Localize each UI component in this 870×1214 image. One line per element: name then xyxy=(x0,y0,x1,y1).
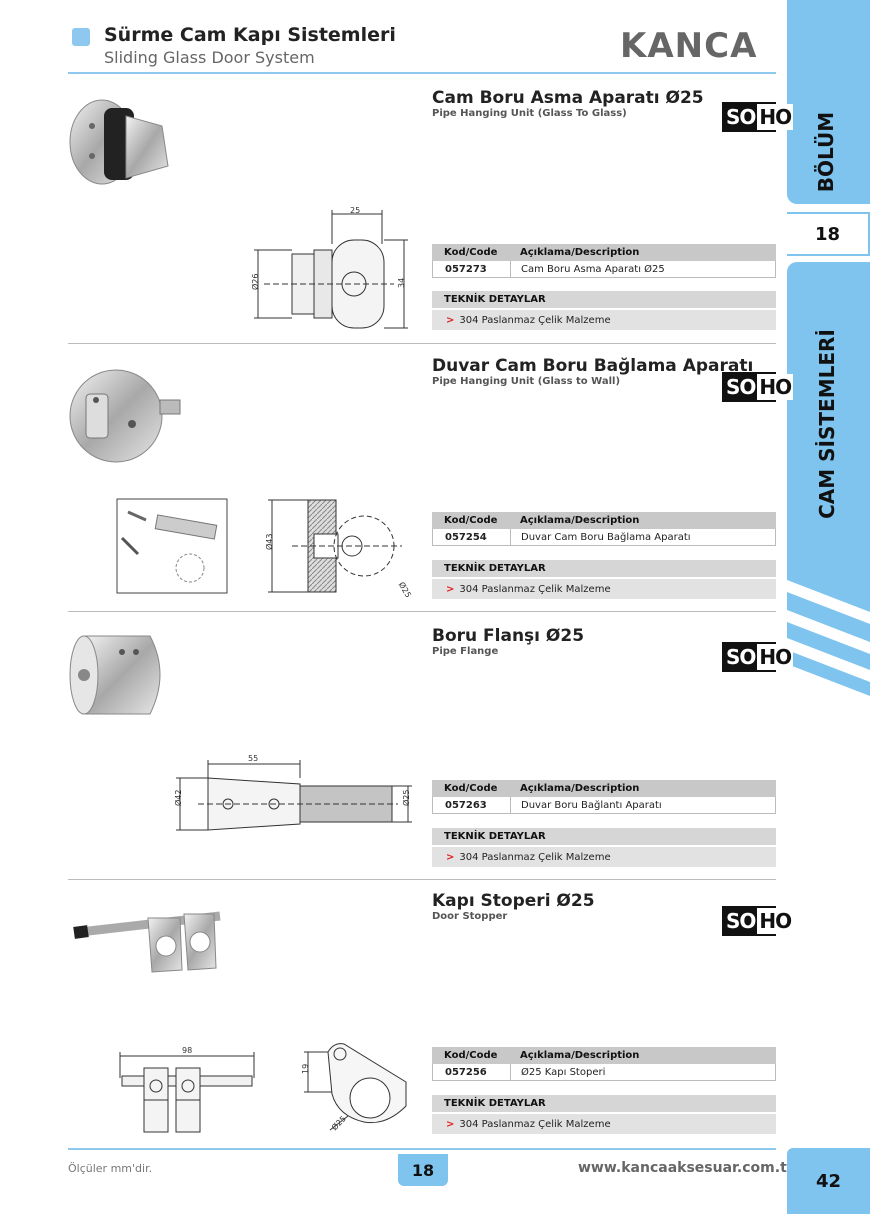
table-head-description: Açıklama/Description xyxy=(520,247,640,258)
tech-item: >304 Paslanmaz Çelik Malzeme xyxy=(432,847,776,867)
tech-item: >304 Paslanmaz Çelik Malzeme xyxy=(432,1114,776,1134)
tech-head: TEKNİK DETAYLAR xyxy=(432,291,776,308)
product-description: Duvar Cam Boru Bağlama Aparatı xyxy=(521,531,691,543)
table-row: 057263 Duvar Boru Bağlantı Aparatı xyxy=(432,797,776,814)
arrow-icon: > xyxy=(446,583,455,595)
technical-drawing: Ø43 Ø25 xyxy=(264,499,414,599)
sidebar-stripes xyxy=(787,562,870,696)
product-table: Kod/Code Açıklama/Description 057256 Ø25 K… xyxy=(432,1047,776,1081)
table-row: 057273 Cam Boru Asma Aparatı Ø25 xyxy=(432,261,776,278)
product-photo xyxy=(69,99,169,185)
product-subtitle: Pipe Hanging Unit (Glass To Glass) xyxy=(432,108,627,119)
table-head-code: Kod/Code xyxy=(444,515,498,526)
table-row: 057254 Duvar Cam Boru Bağlama Aparatı xyxy=(432,529,776,546)
tech-details: TEKNİK DETAYLAR >304 Paslanmaz Çelik Mal… xyxy=(432,828,776,867)
table-head-description: Açıklama/Description xyxy=(520,783,640,794)
footer-url-link[interactable]: www.kancaaksesuar.com.tr xyxy=(578,1160,794,1176)
product-code: 057263 xyxy=(433,797,511,813)
product-photo xyxy=(73,911,221,973)
tech-head: TEKNİK DETAYLAR xyxy=(432,828,776,845)
header-divider xyxy=(68,72,776,74)
product-code: 057254 xyxy=(433,529,511,545)
arrow-icon: > xyxy=(446,851,455,863)
svg-text:Ø25: Ø25 xyxy=(329,1114,348,1133)
tech-details: TEKNİK DETAYLAR >304 Paslanmaz Çelik Mal… xyxy=(432,1095,776,1134)
svg-text:Ø42: Ø42 xyxy=(173,790,183,806)
product-code: 057273 xyxy=(433,261,511,277)
tech-head: TEKNİK DETAYLAR xyxy=(432,560,776,577)
footer-divider xyxy=(68,1148,776,1150)
header-square-icon xyxy=(72,28,90,46)
page-title: Sürme Cam Kapı Sistemleri xyxy=(104,24,396,46)
svg-text:98: 98 xyxy=(182,1046,192,1055)
product-subtitle: Pipe Flange xyxy=(432,646,499,657)
product-title: Kapı Stoperi Ø25 xyxy=(432,891,595,911)
svg-text:34: 34 xyxy=(397,278,406,288)
technical-drawing: 55 Ø42 Ø25 xyxy=(173,754,412,831)
product-description: Cam Boru Asma Aparatı Ø25 xyxy=(521,263,665,275)
product-table: Kod/Code Açıklama/Description 057273 Cam B… xyxy=(432,244,776,278)
product-subtitle: Pipe Hanging Unit (Glass to Wall) xyxy=(432,376,621,387)
svg-text:19: 19 xyxy=(301,1064,310,1074)
tech-details: TEKNİK DETAYLAR >304 Paslanmaz Çelik Mal… xyxy=(432,291,776,330)
product-title: Boru Flanşı Ø25 xyxy=(432,626,585,646)
svg-text:55: 55 xyxy=(248,754,258,763)
section-divider xyxy=(68,611,776,612)
svg-text:Ø25: Ø25 xyxy=(397,580,414,599)
table-head-code: Kod/Code xyxy=(444,1050,498,1061)
svg-text:Ø43: Ø43 xyxy=(264,534,274,550)
tech-head: TEKNİK DETAYLAR xyxy=(432,1095,776,1112)
section-divider xyxy=(68,879,776,880)
product-description: Duvar Boru Bağlantı Aparatı xyxy=(521,799,662,811)
page-number: 42 xyxy=(787,1148,870,1214)
arrow-icon: > xyxy=(446,1118,455,1130)
product-subtitle: Door Stopper xyxy=(432,911,508,922)
footer-note: Ölçüler mm'dir. xyxy=(68,1162,153,1175)
product-table: Kod/Code Açıklama/Description 057254 Duvar… xyxy=(432,512,776,546)
sidebar-category-tab: CAM SİSTEMLERİ xyxy=(787,262,870,562)
technical-drawing: 98 xyxy=(119,1046,255,1133)
svg-text:Ø26: Ø26 xyxy=(250,274,260,290)
tech-item: >304 Paslanmaz Çelik Malzeme xyxy=(432,579,776,599)
sidebar-section-tab: BÖLÜM xyxy=(787,0,870,204)
tech-details: TEKNİK DETAYLAR >304 Paslanmaz Çelik Mal… xyxy=(432,560,776,599)
product-photo xyxy=(69,635,161,715)
sidebar-section-number: 18 xyxy=(787,212,870,256)
svg-text:Ø25: Ø25 xyxy=(401,790,411,806)
arrow-icon: > xyxy=(446,314,455,326)
table-head-description: Açıklama/Description xyxy=(520,515,640,526)
product-title: Cam Boru Asma Aparatı Ø25 xyxy=(432,88,704,108)
page-subtitle: Sliding Glass Door System xyxy=(104,48,315,67)
svg-text:25: 25 xyxy=(350,206,360,215)
technical-drawing: 25 Ø26 34 xyxy=(250,206,408,329)
product-title: Duvar Cam Boru Bağlama Aparatı xyxy=(432,356,754,376)
product-photo xyxy=(69,369,181,463)
tech-item: >304 Paslanmaz Çelik Malzeme xyxy=(432,310,776,330)
product-code: 057256 xyxy=(433,1064,511,1080)
table-head-code: Kod/Code xyxy=(444,247,498,258)
technical-drawing: 19 Ø25 xyxy=(301,1043,407,1133)
assembly-diagram xyxy=(116,498,228,594)
brand-logo: KANCA xyxy=(620,26,758,66)
footer-chapter: 18 xyxy=(398,1154,448,1186)
table-head-code: Kod/Code xyxy=(444,783,498,794)
section-divider xyxy=(68,343,776,344)
product-table: Kod/Code Açıklama/Description 057263 Duvar… xyxy=(432,780,776,814)
sidebar-category-label: CAM SİSTEMLERİ xyxy=(815,329,839,519)
table-head-description: Açıklama/Description xyxy=(520,1050,640,1061)
table-row: 057256 Ø25 Kapı Stoperi xyxy=(432,1064,776,1081)
sidebar-section-label: BÖLÜM xyxy=(814,111,838,193)
product-description: Ø25 Kapı Stoperi xyxy=(521,1066,606,1078)
